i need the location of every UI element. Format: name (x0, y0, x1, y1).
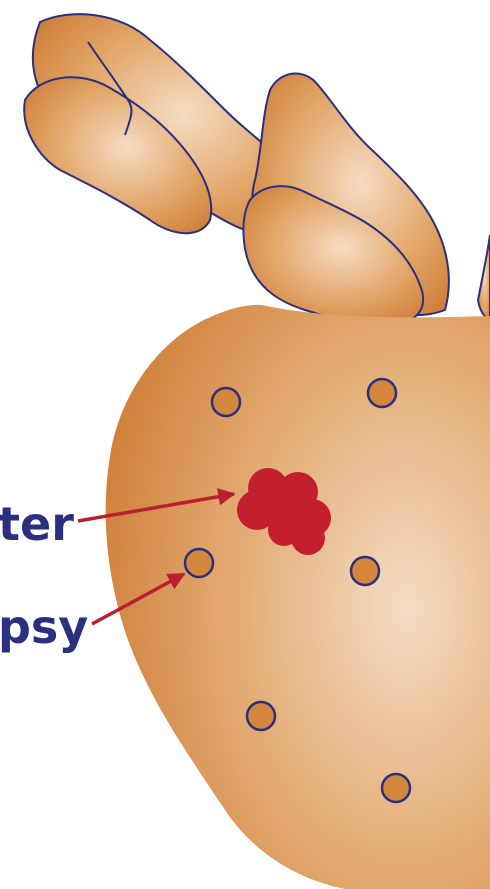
biopsy-site-icon (351, 557, 379, 585)
seminal-vesicles (24, 14, 490, 323)
cancer-label: ter (0, 497, 74, 551)
prostate-gland (106, 305, 490, 889)
biopsy-site-icon (247, 702, 275, 730)
biopsy-label: psy (0, 600, 88, 654)
biopsy-site-icon (185, 549, 213, 577)
biopsy-site-icon (368, 379, 396, 407)
biopsy-site-icon (382, 774, 410, 802)
seminal-vesicle-right-tip (478, 235, 490, 320)
biopsy-site-icon (212, 388, 240, 416)
